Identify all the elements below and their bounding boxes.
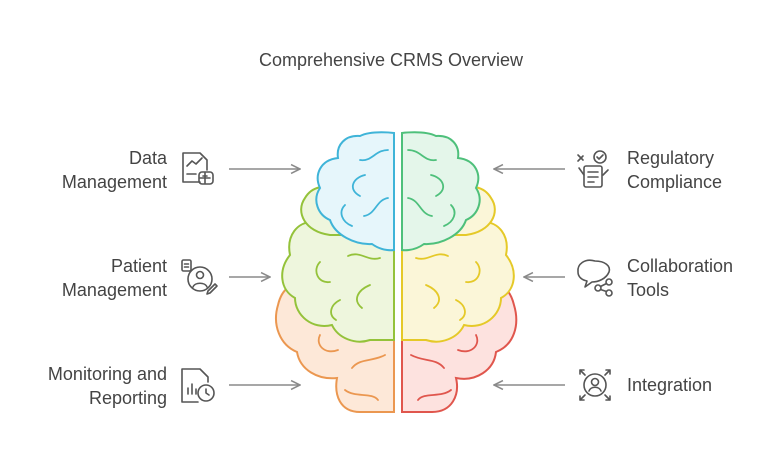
label-line: Compliance [627,172,723,192]
label-integration: Integration [627,373,777,397]
label-line: Collaboration [627,256,734,276]
label-line: Regulatory [627,148,715,168]
label-line: Monitoring and [47,364,167,384]
brain-right-yellow-lobe [401,221,515,343]
brain-right-green-lobe [401,131,481,252]
label-line: Tools [627,280,670,300]
label-patient-management: Patient Management [20,254,167,302]
document-chart-plus-icon [182,152,214,185]
page-title: Comprehensive CRMS Overview [258,50,524,70]
label-line: Integration [627,375,713,395]
patient-record-icon [181,259,218,295]
brain-folds [315,149,481,401]
label-collaboration-tools: Collaboration Tools [627,254,777,302]
integration-user-icon [579,369,611,401]
brain-left-blue-lobe [315,131,395,252]
compliance-checklist-icon [577,150,609,188]
label-data-management: Data Management [20,146,167,194]
label-line: Data [128,148,167,168]
label-line: Patient [110,256,167,276]
label-regulatory-compliance: Regulatory Compliance [627,146,777,194]
brain-left-lime-lobe [281,221,395,343]
chat-share-icon [577,259,613,297]
label-line: Reporting [88,388,167,408]
label-monitoring-reporting: Monitoring and Reporting [10,362,167,410]
label-line: Management [61,280,167,300]
label-line: Management [61,172,167,192]
report-clock-icon [181,368,215,403]
